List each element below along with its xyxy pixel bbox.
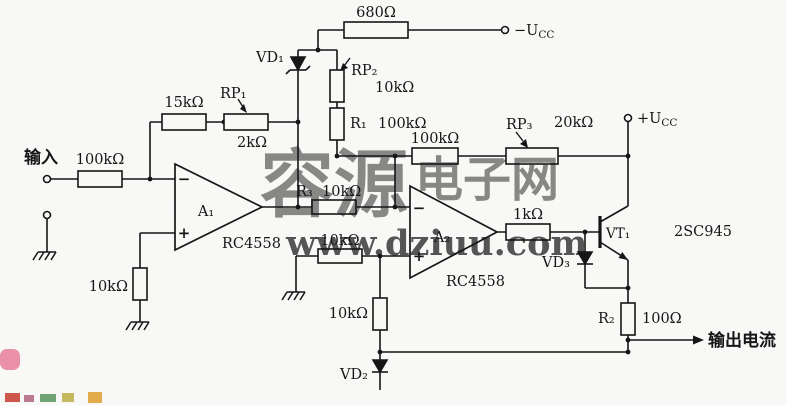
- output-current: 输出电流: [628, 330, 776, 351]
- resistor-a2plus-label: 10kΩ: [320, 233, 359, 249]
- neg-supply-terminal-icon: [500, 25, 510, 35]
- resistor-r3-label: R₃: [296, 184, 313, 200]
- resistor-a2plus-10k: 10kΩ: [317, 233, 363, 264]
- resistor-r3: R₃ 10kΩ: [296, 184, 361, 215]
- pot-rp1-label: RP₁: [220, 86, 247, 102]
- resistor-base-1k: 1kΩ: [505, 207, 551, 241]
- opamp-a1-ic-label: RC4558: [222, 236, 281, 252]
- transistor-vt1: VT₁ 2SC945: [598, 205, 732, 261]
- wiper-arrow-icon: [520, 139, 528, 148]
- wiper-arrow-icon: [340, 63, 348, 71]
- ground-symbols: [32, 251, 306, 331]
- diode-vd1: VD₁: [255, 50, 311, 75]
- resistor-vert-10k: 10kΩ: [329, 297, 388, 331]
- noninverting-input-sign: +: [413, 247, 426, 265]
- resistor-base-label: 1kΩ: [513, 207, 543, 223]
- opamp-a1: − + A₁ RC4558: [174, 162, 281, 252]
- diode-icon: [289, 56, 307, 72]
- opamp-triangle-icon: [174, 162, 264, 252]
- resistor-15k-label: 15kΩ: [164, 95, 203, 111]
- watermark-text-2: 电子网: [415, 152, 559, 208]
- opamp-a1-label: A₁: [197, 204, 214, 220]
- resistor-input-label: 100kΩ: [76, 152, 124, 168]
- pot-rp1-series-label: 2kΩ: [237, 135, 267, 151]
- resistor-r3-value: 10kΩ: [322, 184, 361, 200]
- pot-rp2-value: 10kΩ: [375, 80, 414, 96]
- output-label: 输出电流: [708, 330, 776, 351]
- resistor-mid-100k: 100kΩ: [411, 131, 459, 165]
- wire-network: [46, 29, 629, 390]
- transistor-vt1-label: VT₁: [605, 226, 630, 242]
- scan-artifacts: [0, 349, 102, 403]
- resistor-mid-label: 100kΩ: [411, 131, 459, 147]
- ground-icon: [125, 321, 150, 331]
- pot-rp2-label: RP₂: [351, 63, 378, 79]
- watermark-text-1: 容源: [260, 142, 408, 228]
- diode-vd3: VD₃: [541, 251, 594, 271]
- resistor-input-100k: 100kΩ: [76, 152, 124, 188]
- pos-supply-label: +UCC: [637, 111, 677, 129]
- pot-rp3-value: 20kΩ: [554, 115, 593, 131]
- resistor-r2-value: 100Ω: [642, 311, 682, 327]
- pot-rp3: RP₃ 20kΩ: [505, 115, 593, 165]
- resistor-680: 680Ω: [343, 5, 409, 39]
- emitter-arrow-icon: [618, 252, 628, 260]
- noninverting-input-sign: +: [178, 224, 191, 242]
- resistor-680-label: 680Ω: [356, 5, 396, 21]
- watermark-url: www.dziuu.com: [285, 223, 587, 264]
- resistor-r1-label: R₁: [350, 116, 367, 132]
- resistor-a1gnd-10k: 10kΩ: [89, 267, 148, 301]
- opamp-a2-ic-label: RC4558: [446, 274, 505, 290]
- opamp-a2: − + A₂ RC4558: [409, 184, 505, 290]
- neg-supply-label: −UCC: [514, 23, 554, 41]
- scan-artifact: [5, 393, 20, 402]
- output-arrow-icon: [693, 335, 704, 345]
- pot-rp2: RP₂ 10kΩ: [329, 57, 414, 103]
- diode-vd3-label: VD₃: [541, 255, 570, 271]
- scan-artifact: [88, 392, 102, 403]
- resistor-r1: R₁ 100kΩ: [329, 107, 426, 141]
- pot-rp3-label: RP₃: [506, 117, 533, 133]
- input-label: 输入: [24, 147, 58, 168]
- pot-rp1: RP₁ 2kΩ: [220, 86, 269, 151]
- scan-artifact: [0, 349, 20, 370]
- wiper-arrow-icon: [240, 104, 247, 113]
- resistor-r2-label: R₂: [598, 311, 615, 327]
- ground-icon: [32, 251, 57, 261]
- diode-vd2: VD₂: [339, 359, 389, 383]
- transistor-type-label: 2SC945: [674, 224, 732, 240]
- inverting-input-sign: −: [178, 170, 191, 188]
- diode-icon: [371, 359, 389, 374]
- inverting-input-sign: −: [413, 199, 426, 217]
- ground-icon: [281, 291, 306, 301]
- resistor-r1-value: 100kΩ: [378, 116, 426, 132]
- diode-vd2-label: VD₂: [339, 367, 368, 383]
- diode-vd1-label: VD₁: [255, 50, 284, 66]
- input-terminal: 输入: [24, 147, 58, 220]
- pos-supply-terminal-icon: [623, 113, 633, 123]
- neg-supply-terminal: −UCC: [500, 23, 554, 41]
- resistor-vert-label: 10kΩ: [329, 306, 368, 322]
- pos-supply-terminal: +UCC: [623, 111, 677, 129]
- resistor-r2: R₂ 100Ω: [598, 302, 682, 336]
- watermark: 容源 电子网 www.dziuu.com: [260, 142, 587, 264]
- diode-icon: [576, 251, 594, 266]
- input-ground-terminal-icon: [42, 210, 52, 220]
- scan-artifact: [62, 393, 74, 402]
- resistor-feedback-15k: 15kΩ: [161, 95, 207, 131]
- input-terminal-icon: [42, 174, 52, 184]
- opamp-triangle-icon: [409, 184, 499, 280]
- scan-artifact: [24, 395, 34, 402]
- opamp-a2-label: A₂: [433, 230, 450, 246]
- scan-artifact: [40, 394, 56, 402]
- resistor-a1gnd-label: 10kΩ: [89, 279, 128, 295]
